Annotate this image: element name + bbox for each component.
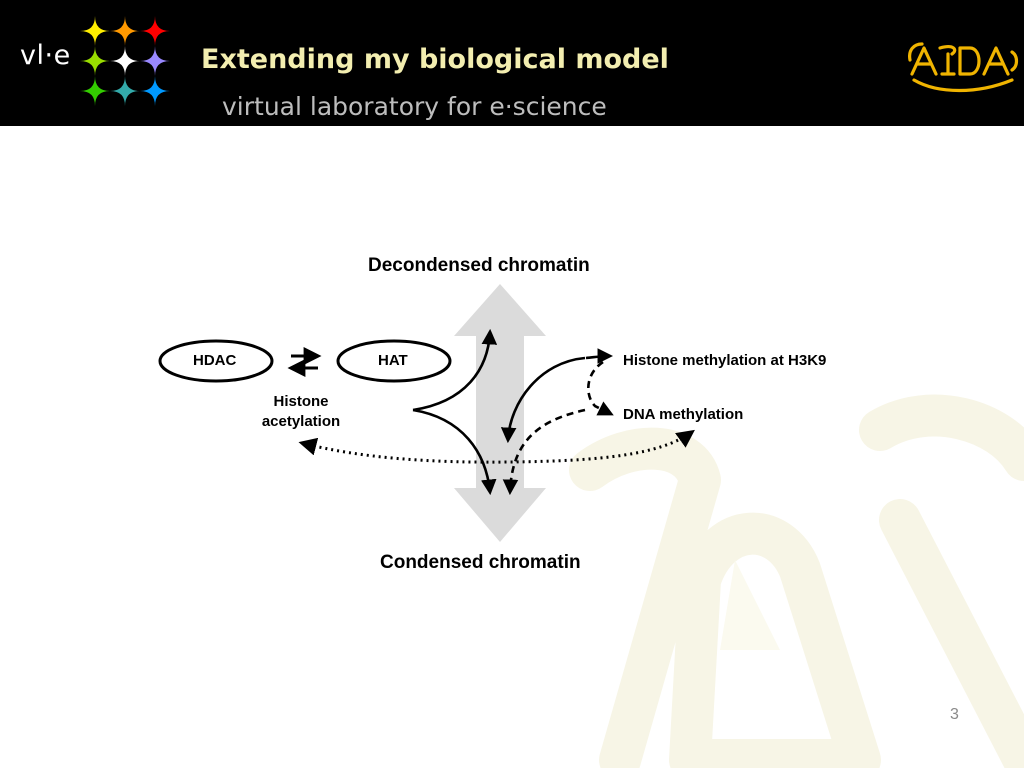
histone-acetylation-label: Histone acetylation [246, 392, 356, 432]
star-shape [140, 76, 170, 106]
hdac-label: HDAC [193, 352, 237, 369]
star-shape [110, 16, 140, 46]
page-title: Extending my biological model [201, 44, 669, 75]
star-shape [110, 76, 140, 106]
equilibrium-arrows [287, 347, 322, 377]
star-shape [140, 16, 170, 46]
condensed-chromatin-label: Condensed chromatin [380, 552, 581, 573]
aida-logo [908, 42, 1019, 93]
vle-logo-text: vl·e [20, 40, 71, 71]
histone-acetylation-line-2: acetylation [261, 413, 341, 430]
vle-star-grid-logo [80, 16, 170, 106]
hdac-ellipse [158, 339, 274, 383]
hat-label: HAT [378, 352, 408, 369]
star-shape [110, 46, 140, 76]
page-number: 3 [950, 706, 959, 723]
star-shape [140, 46, 170, 76]
header-bar: vl·e Extending my biological model virtu… [0, 0, 1024, 126]
chromatin-state-double-arrow [454, 284, 546, 542]
star-shape [80, 76, 110, 106]
h3k9-methylation-label: Histone methylation at H3K9 [623, 352, 827, 369]
hat-ellipse [336, 339, 452, 383]
page-subtitle: virtual laboratory for e·science [222, 92, 607, 121]
decondensed-chromatin-label: Decondensed chromatin [368, 255, 590, 276]
star-shape [80, 46, 110, 76]
histone-acetylation-line-1: Histone [273, 393, 329, 410]
star-shape [80, 16, 110, 46]
dna-methylation-label: DNA methylation [623, 406, 744, 423]
